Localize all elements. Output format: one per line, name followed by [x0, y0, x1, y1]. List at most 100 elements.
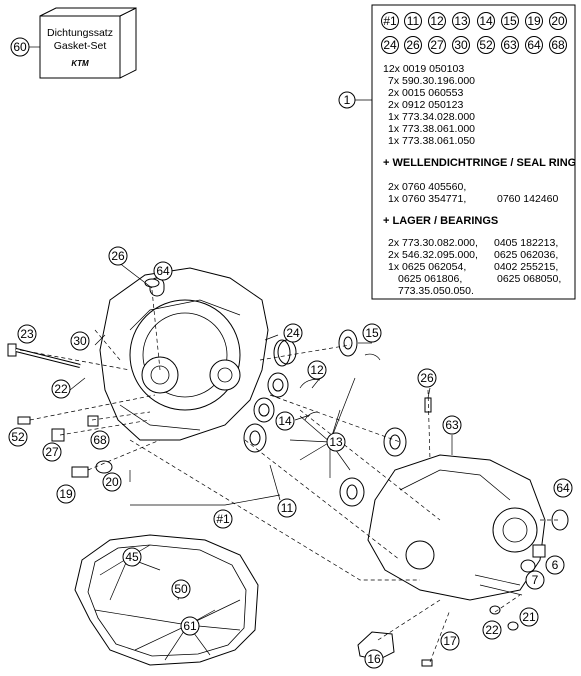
svg-text:27: 27 [45, 445, 59, 459]
list-item: 1x 773.34.028.000 [388, 111, 475, 123]
svg-text:7: 7 [532, 573, 539, 587]
svg-text:64: 64 [556, 481, 570, 495]
seal-line: 1x 0760 354771, [388, 193, 466, 205]
callout-45: 45 [122, 547, 142, 567]
gasket-leader-fans [94, 544, 241, 661]
callout-16: 16 [364, 649, 384, 669]
svg-text:13: 13 [454, 14, 468, 28]
bearing-group-left [243, 329, 407, 507]
box-callout-15: 15 [501, 12, 519, 30]
callout-27: 27 [42, 442, 62, 462]
seal-ring-heading: + WELLENDICHTRINGE / SEAL RING [383, 157, 576, 169]
bearings-heading: + LAGER / BEARINGS [383, 215, 498, 227]
screw-19 [71, 466, 89, 478]
callout-14: 14 [275, 411, 295, 431]
svg-text:17: 17 [443, 634, 457, 648]
list-item: 1x 773.38.061.050 [388, 135, 475, 147]
svg-text:19: 19 [527, 14, 541, 28]
callout-24: 24 [283, 323, 303, 343]
callout-20: 20 [102, 472, 122, 492]
svg-text:45: 45 [125, 550, 139, 564]
svg-text:68: 68 [93, 433, 107, 447]
svg-text:63: 63 [503, 38, 517, 52]
bearing-line: 1x 0625 062054, [388, 261, 466, 273]
washer-7 [520, 559, 536, 573]
box-callout-19: 19 [525, 12, 543, 30]
callout-19: 19 [56, 484, 76, 504]
svg-text:16: 16 [367, 652, 381, 666]
svg-text:50: 50 [174, 582, 188, 596]
callout-7: 7 [525, 570, 545, 590]
list-item: 7x 590.30.196.000 [388, 75, 475, 87]
svg-text:30: 30 [73, 334, 87, 348]
svg-text:#1: #1 [216, 512, 230, 526]
callout-22-left: 22 [51, 379, 71, 399]
svg-text:60: 60 [13, 40, 27, 54]
right-crankcase-half [367, 397, 546, 601]
svg-text:22: 22 [54, 382, 68, 396]
bearing-line: 773.35.050.050. [398, 285, 474, 297]
svg-text:13: 13 [329, 435, 343, 449]
plug-6 [532, 544, 546, 558]
svg-text:68: 68 [551, 38, 565, 52]
svg-text:23: 23 [20, 327, 34, 341]
box-callout-68: 68 [549, 36, 567, 54]
seal-line-right: 0760 142460 [497, 193, 558, 205]
svg-text:15: 15 [365, 326, 379, 340]
callout-52: 52 [8, 427, 28, 447]
long-bolt [7, 343, 81, 368]
svg-text:12: 12 [430, 14, 444, 28]
bearing-line: 0625 061806, [398, 273, 462, 285]
svg-text:30: 30 [454, 38, 468, 52]
svg-text:15: 15 [503, 14, 517, 28]
svg-text:24: 24 [286, 326, 300, 340]
box-callout-27: 27 [428, 36, 446, 54]
svg-text:19: 19 [59, 487, 73, 501]
dowel-64-right [551, 509, 569, 531]
callout-50: 50 [171, 579, 191, 599]
leader-lines [69, 261, 453, 601]
svg-text:20: 20 [105, 475, 119, 489]
svg-text:20: 20 [551, 14, 565, 28]
ktm-logo: KTM [71, 59, 89, 68]
gasket-set-box: Dichtungssatz Gasket-Set KTM [29, 7, 137, 79]
svg-text:26: 26 [406, 38, 420, 52]
svg-text:61: 61 [183, 619, 197, 633]
list-item: 2x 0912 050123 [388, 99, 463, 111]
callout-21: 21 [519, 607, 539, 627]
plug-68 [87, 415, 99, 427]
callout-60: 60 [10, 37, 30, 57]
left-crankcase-half [99, 267, 269, 441]
box-callout-64: 64 [525, 36, 543, 54]
svg-text:12: 12 [310, 363, 324, 377]
callout-12: 12 [307, 360, 327, 380]
callout-64-right: 64 [553, 478, 573, 498]
callout-26-right: 26 [417, 368, 437, 388]
svg-text:14: 14 [278, 414, 292, 428]
bearing-line-right: 0625 062036, [494, 249, 558, 261]
callout-23: 23 [17, 324, 37, 344]
bearing-line-right: 0402 255215, [494, 261, 558, 273]
box-callout-14: 14 [477, 12, 495, 30]
svg-text:14: 14 [479, 14, 493, 28]
box-callout-11: 11 [404, 12, 422, 30]
callout-64-left: 64 [153, 261, 173, 281]
box-callout-20: 20 [549, 12, 567, 30]
dowel-27 [51, 428, 65, 442]
svg-text:26: 26 [111, 249, 125, 263]
list-item: 1x 773.38.061.000 [388, 123, 475, 135]
svg-text:1: 1 [344, 93, 351, 107]
svg-text:24: 24 [383, 38, 397, 52]
box-callout-#1: #1 [381, 12, 399, 30]
callout-11: 11 [277, 498, 297, 518]
list-item: 2x 0015 060553 [388, 87, 463, 99]
svg-text:6: 6 [552, 558, 559, 572]
box-callout-52: 52 [477, 36, 495, 54]
screw-52 [17, 416, 31, 425]
callout-15: 15 [362, 323, 382, 343]
callout-22-right: 22 [482, 620, 502, 640]
parts-list-main: 12x 0019 050103 7x 590.30.196.000 2x 001… [383, 63, 475, 147]
crankcase-gasket [74, 534, 259, 666]
callout-61: 61 [180, 616, 200, 636]
